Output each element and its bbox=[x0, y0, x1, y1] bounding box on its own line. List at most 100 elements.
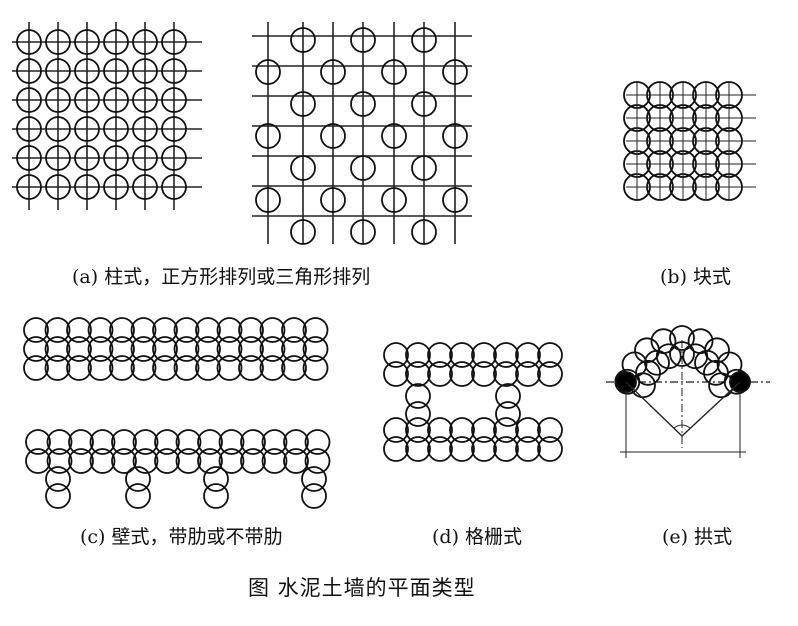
pile-circle bbox=[23, 336, 49, 362]
pile-circle bbox=[154, 429, 180, 455]
pile-circle bbox=[290, 91, 316, 117]
panel-d-grid-layout bbox=[383, 342, 563, 462]
pile-circle bbox=[281, 355, 307, 381]
pile-circle bbox=[218, 448, 245, 474]
pile-circle bbox=[442, 187, 468, 213]
pile-circle bbox=[45, 174, 71, 200]
pile-circle bbox=[283, 448, 309, 474]
pile-circle bbox=[537, 436, 563, 462]
pile-circle bbox=[132, 448, 159, 474]
pile-circle bbox=[650, 328, 677, 355]
pile-circle bbox=[350, 27, 376, 53]
pile-circle bbox=[537, 342, 563, 368]
pile-circle bbox=[152, 336, 178, 362]
pile-circle bbox=[350, 155, 376, 181]
pile-circle bbox=[203, 466, 229, 492]
pile-circle bbox=[66, 336, 92, 362]
pile-circle bbox=[515, 361, 541, 387]
pile-circle bbox=[74, 116, 100, 142]
pile-circle bbox=[449, 417, 475, 443]
pile-circle bbox=[449, 342, 475, 368]
pile-circle bbox=[111, 429, 137, 455]
pile-circle bbox=[16, 87, 42, 113]
caption-b: (b) 块式 bbox=[660, 266, 732, 288]
pile-circle bbox=[195, 355, 221, 381]
pile-circle bbox=[255, 187, 281, 213]
pile-circle bbox=[515, 436, 541, 462]
pile-circle bbox=[74, 87, 100, 113]
pile-circle bbox=[290, 155, 316, 181]
pile-circle bbox=[449, 361, 475, 387]
pile-circle bbox=[302, 336, 329, 362]
pile-circle bbox=[515, 342, 541, 368]
pile-circle bbox=[238, 336, 264, 362]
pile-circle bbox=[635, 359, 661, 386]
pile-circle bbox=[495, 383, 521, 409]
pile-circle bbox=[45, 116, 71, 142]
pile-circle bbox=[694, 349, 720, 376]
pile-circle bbox=[304, 448, 331, 474]
pile-circle bbox=[132, 87, 158, 113]
pile-circle bbox=[442, 123, 468, 149]
pile-circle bbox=[103, 58, 129, 84]
pile-circle bbox=[381, 123, 407, 149]
pile-circle bbox=[46, 448, 73, 474]
pile-circle bbox=[290, 219, 316, 245]
pile-circle bbox=[111, 448, 137, 474]
pile-circle bbox=[350, 219, 376, 245]
pile-circle bbox=[103, 116, 129, 142]
pile-circle bbox=[240, 429, 266, 455]
pile-circle bbox=[103, 174, 129, 200]
pile-circle bbox=[405, 361, 431, 387]
pile-circle bbox=[161, 58, 187, 84]
caption-c: (c) 壁式，带肋或不带肋 bbox=[80, 526, 283, 548]
pile-circle bbox=[411, 27, 437, 53]
pile-circle bbox=[103, 29, 129, 55]
pile-circle bbox=[175, 448, 202, 474]
pile-circle bbox=[495, 401, 521, 427]
pile-circle bbox=[383, 342, 409, 368]
pile-circle bbox=[16, 29, 42, 55]
pile-circle bbox=[655, 343, 682, 370]
pile-circle bbox=[238, 355, 264, 381]
caption-a: (a) 柱式，正方形排列或三角形排列 bbox=[72, 266, 371, 288]
pile-circle bbox=[130, 355, 157, 381]
grid-line bbox=[625, 381, 683, 437]
pile-circle bbox=[320, 187, 346, 213]
panel-c-wall-layout bbox=[23, 317, 331, 509]
pile-circle bbox=[493, 417, 519, 443]
pile-circle bbox=[383, 436, 409, 462]
pile-circle bbox=[216, 317, 243, 343]
pile-circle bbox=[45, 483, 71, 509]
pile-circle bbox=[132, 174, 158, 200]
pile-circle bbox=[132, 29, 158, 55]
pile-circle bbox=[152, 355, 178, 381]
pile-circle bbox=[173, 355, 200, 381]
pile-circle bbox=[537, 361, 563, 387]
figure-title: 图 水泥土墙的平面类型 bbox=[248, 576, 476, 600]
pile-circle bbox=[203, 483, 229, 509]
pile-circle bbox=[471, 342, 497, 368]
pile-circle bbox=[44, 317, 71, 343]
pile-circle bbox=[66, 355, 92, 381]
pile-circle bbox=[161, 116, 187, 142]
pile-circle bbox=[301, 483, 327, 509]
pile-circle bbox=[281, 317, 307, 343]
pile-circle bbox=[161, 145, 187, 171]
pile-circle bbox=[25, 448, 51, 474]
pile-circle bbox=[74, 58, 100, 84]
pile-circle bbox=[132, 145, 158, 171]
angle-arc bbox=[673, 424, 691, 429]
pile-circle bbox=[16, 174, 42, 200]
pile-circle bbox=[87, 336, 114, 362]
pile-circle bbox=[259, 336, 286, 362]
pile-circle bbox=[216, 355, 243, 381]
pile-circle bbox=[74, 174, 100, 200]
pile-circle bbox=[195, 336, 221, 362]
pile-circle bbox=[152, 317, 178, 343]
pile-circle bbox=[259, 355, 286, 381]
pile-circle bbox=[259, 317, 286, 343]
pile-circle bbox=[161, 29, 187, 55]
pile-circle bbox=[103, 87, 129, 113]
pile-circle bbox=[161, 87, 187, 113]
